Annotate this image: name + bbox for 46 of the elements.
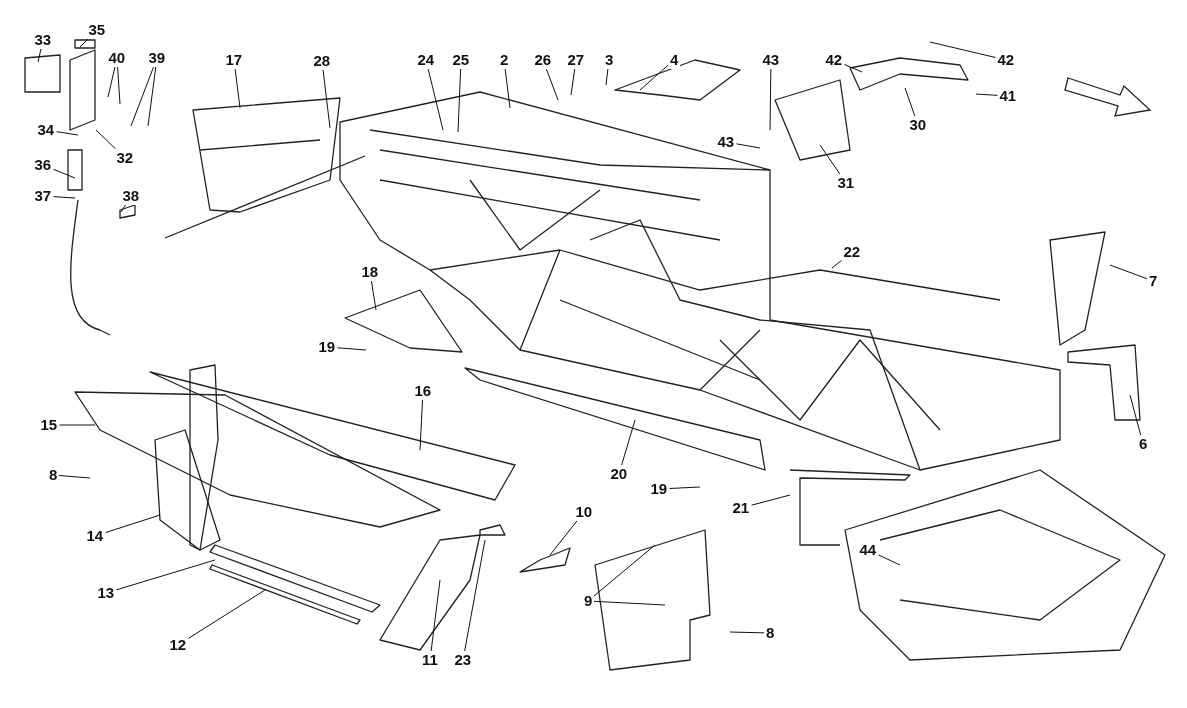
- leader-line: [370, 280, 377, 311]
- leader-line: [130, 66, 155, 127]
- leader-line: [975, 93, 998, 96]
- leader-line: [904, 87, 916, 117]
- leader-line: [234, 68, 241, 109]
- leader-line: [929, 41, 996, 58]
- leader-line: [120, 204, 126, 213]
- leader-line: [669, 486, 701, 489]
- leader-line: [605, 68, 609, 86]
- leader-line: [751, 494, 791, 506]
- leader-line: [736, 143, 761, 149]
- leader-line: [37, 48, 42, 63]
- leader-line: [639, 64, 669, 91]
- leader-line: [1109, 264, 1148, 280]
- leader-line: [419, 399, 424, 451]
- leader-line: [59, 424, 96, 426]
- leader-line: [95, 129, 117, 150]
- leader-line: [116, 559, 216, 591]
- leader-line: [769, 68, 772, 131]
- leader-line: [117, 66, 121, 105]
- leader-line: [457, 68, 462, 133]
- leader-line: [570, 68, 576, 96]
- leader-line: [56, 131, 79, 136]
- leader-line: [549, 520, 578, 556]
- leader-line: [729, 631, 765, 634]
- leader-line: [464, 539, 486, 652]
- leader-line: [58, 475, 91, 479]
- leader-line: [53, 168, 76, 179]
- leader-line: [188, 589, 266, 639]
- leader-line: [504, 68, 511, 109]
- leader-line: [844, 64, 863, 73]
- leader-line: [878, 554, 901, 566]
- leader-line: [105, 514, 161, 534]
- leader-line: [831, 259, 842, 269]
- leader-line: [621, 419, 636, 466]
- leader-line: [593, 544, 656, 597]
- leader-line: [427, 68, 444, 131]
- leader-line: [322, 69, 331, 129]
- leader-line: [819, 144, 841, 175]
- leader-line: [545, 68, 559, 101]
- leader-line: [593, 600, 666, 606]
- leader-line: [147, 66, 157, 127]
- leader-line: [107, 66, 116, 98]
- leader-line: [53, 196, 76, 199]
- leader-line: [430, 579, 441, 652]
- leader-line: [337, 347, 367, 351]
